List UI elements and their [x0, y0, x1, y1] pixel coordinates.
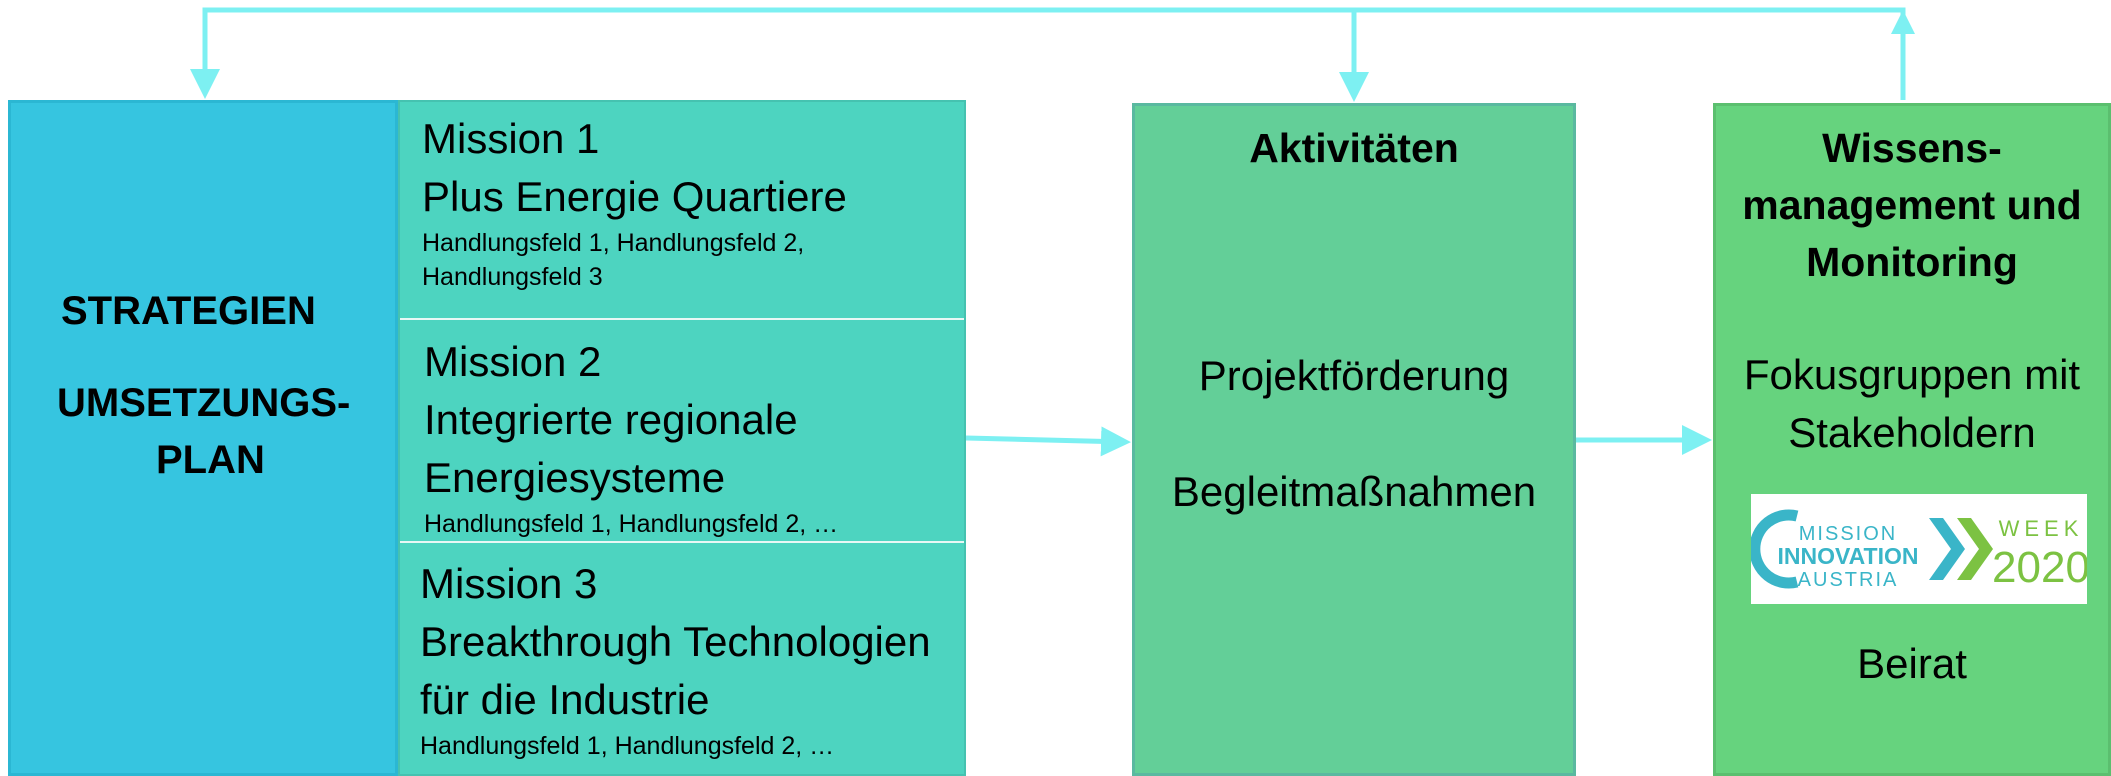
- mission-3-title: Mission 3: [420, 560, 598, 607]
- implementation-plan-line2: PLAN: [156, 438, 265, 482]
- focus-groups-line2: Stakeholdern: [1788, 409, 2036, 456]
- logo-innovation-text: INNOVATION: [1778, 543, 1919, 569]
- mission-2-subtitle-line1: Integrierte regionale: [424, 396, 798, 443]
- advisory-board: Beirat: [1857, 640, 1967, 687]
- strategy-title: STRATEGIEN: [61, 289, 316, 333]
- logo-austria-text: AUSTRIA: [1798, 569, 1899, 591]
- focus-groups-line1: Fokusgruppen mit: [1743, 351, 2081, 398]
- logo-week-text: WEEK: [1999, 516, 2084, 541]
- mission-3-subtitle-line1: Breakthrough Technologien: [420, 618, 931, 665]
- knowledge-management-box: Wissens- management und Monitoring Fokus…: [1713, 103, 2111, 776]
- logo-year-text: 2020: [1992, 543, 2087, 592]
- logo-mission-text: MISSION: [1799, 523, 1897, 545]
- logo-chevron-icon: [1929, 518, 1965, 580]
- logo-c-ring: [1749, 509, 1799, 589]
- mission-1: Mission 1 Plus Energie Quartiere Handlun…: [400, 110, 964, 294]
- logo-chevron-icon: [1957, 518, 1993, 580]
- mission-2-title: Mission 2: [424, 338, 602, 385]
- activities-item-project-funding: Projektförderung: [1198, 352, 1510, 399]
- mission-separator: [400, 318, 964, 320]
- mission-3: Mission 3 Breakthrough Technologien für …: [400, 555, 964, 763]
- mission-1-subtitle: Plus Energie Quartiere: [422, 173, 847, 220]
- mission-2-fields: Handlungsfeld 1, Handlungsfeld 2, …: [424, 510, 839, 538]
- knowledge-heading-line1: Wissens-: [1822, 125, 2002, 171]
- activities-heading: Aktivitäten: [1249, 125, 1459, 171]
- missions-to-activities-arrow: [965, 426, 1131, 457]
- feedback-arrow-head-up: [1891, 10, 1915, 34]
- mission-separator: [400, 541, 964, 543]
- activities-box: Aktivitäten Projektförderung Begleitmaßn…: [1132, 103, 1576, 776]
- feedback-loop-line: [190, 7, 1906, 100]
- mission-2-subtitle-line2: Energiesysteme: [424, 454, 726, 501]
- mission-2: Mission 2 Integrierte regionale Energies…: [400, 333, 964, 541]
- mission-1-fields-line2: Handlungsfeld 3: [422, 263, 603, 291]
- mission-1-title: Mission 1: [422, 115, 600, 162]
- knowledge-heading-line3: Monitoring: [1806, 239, 2018, 285]
- activities-item-accompanying-measures: Begleitmaßnahmen: [1171, 468, 1537, 515]
- mission-innovation-week-logo: MISSION INNOVATION AUSTRIA WEEK 2020: [1749, 494, 2090, 604]
- mission-3-subtitle-line2: für die Industrie: [420, 676, 710, 723]
- mission-3-fields: Handlungsfeld 1, Handlungsfeld 2, …: [420, 732, 835, 760]
- knowledge-heading-line2: management und: [1742, 182, 2082, 228]
- logo-graphic: MISSION INNOVATION AUSTRIA WEEK 2020: [1749, 509, 2090, 592]
- mission-1-fields-line1: Handlungsfeld 1, Handlungsfeld 2,: [422, 229, 805, 257]
- strategy-box: STRATEGIEN UMSETZUNGS- PLAN: [8, 100, 398, 776]
- implementation-plan-line1: UMSETZUNGS-: [57, 381, 351, 425]
- missions-box: Mission 1 Plus Energie Quartiere Handlun…: [398, 100, 966, 776]
